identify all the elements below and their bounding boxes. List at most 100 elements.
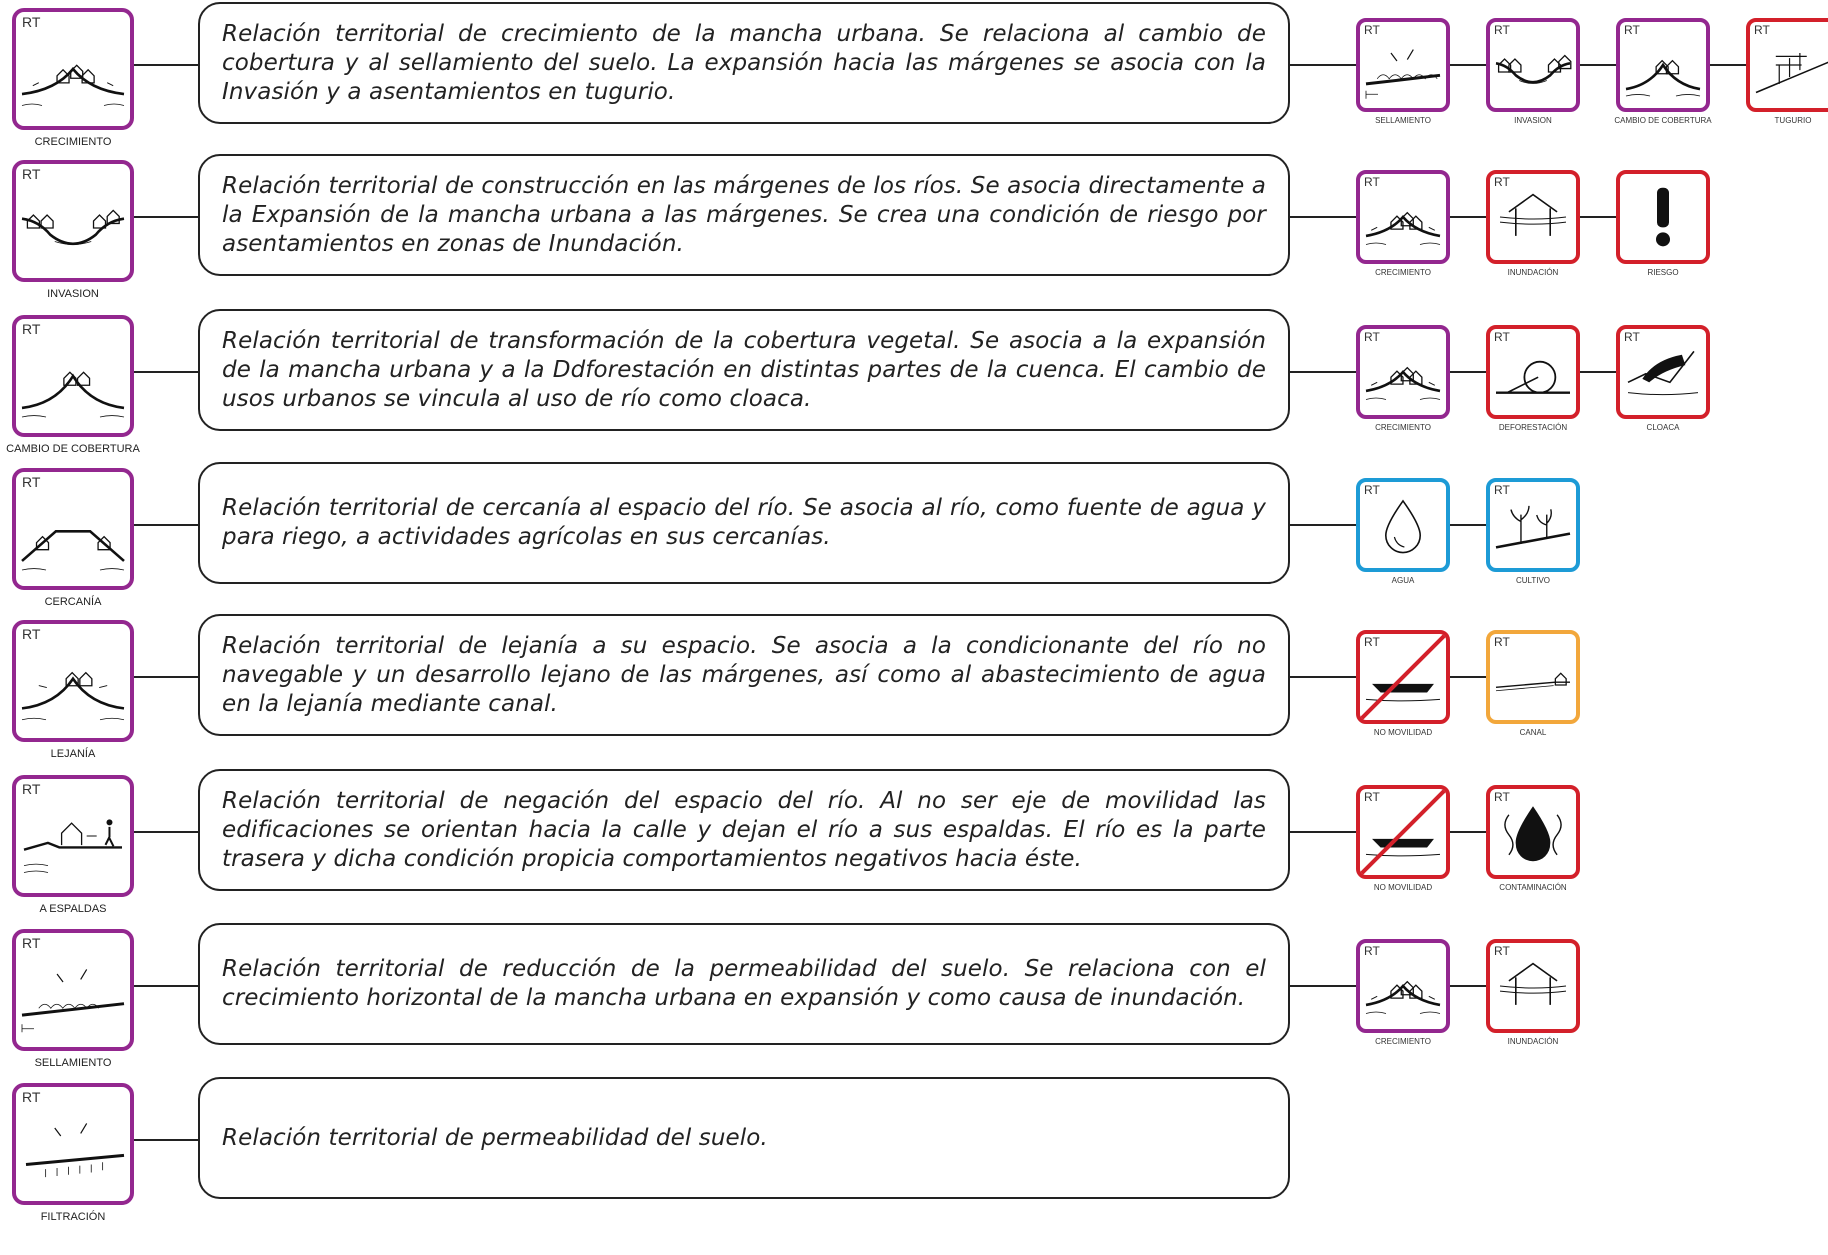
crecimiento-icon: RT <box>1356 325 1450 419</box>
a-espaldas-icon: RT <box>12 775 134 897</box>
description-text: Relación territorial de permeabilidad de… <box>222 1124 768 1151</box>
relation-label: CERCANÍA <box>44 596 102 608</box>
rt-tag: RT <box>1364 790 1380 804</box>
related-label: CAMBIO DE COBERTURA <box>1614 116 1712 125</box>
related-label: TUGURIO <box>1774 116 1812 125</box>
connector-line <box>1450 676 1486 678</box>
connector-line <box>1290 985 1356 987</box>
no-movilidad-icon: RT <box>1356 785 1450 879</box>
lejania-icon: RT <box>12 620 134 742</box>
relation-label: A ESPALDAS <box>39 903 107 915</box>
canal-icon: RT <box>1486 630 1580 724</box>
description-box: Relación territorial de construcción en … <box>198 154 1290 276</box>
description-box: Relación territorial de reducción de la … <box>198 923 1290 1045</box>
rt-tag: RT <box>22 166 41 182</box>
rt-tag: RT <box>1494 175 1510 189</box>
rt-tag: RT <box>1364 483 1380 497</box>
invasion-icon: RT <box>12 160 134 282</box>
related-label: CANAL <box>1519 728 1547 737</box>
connector-line <box>1290 676 1356 678</box>
description-box: Relación territorial de cercanía al espa… <box>198 462 1290 584</box>
description-box: Relación territorial de transformación d… <box>198 309 1290 431</box>
invasion-icon: RT <box>1486 18 1580 112</box>
connector-line <box>134 524 198 526</box>
description-text: Relación territorial de negación del esp… <box>222 787 1266 872</box>
connector-line <box>1710 64 1746 66</box>
connector-line <box>134 985 198 987</box>
connector-line <box>1450 216 1486 218</box>
rt-tag: RT <box>22 474 41 490</box>
riesgo-icon <box>1616 170 1710 264</box>
connector-line <box>134 676 198 678</box>
inundacion-icon: RT <box>1486 170 1580 264</box>
related-label: CONTAMINACIÓN <box>1499 883 1567 892</box>
connector-line <box>1290 64 1356 66</box>
rt-tag: RT <box>1624 23 1640 37</box>
connector-line <box>1290 524 1356 526</box>
no-movilidad-icon: RT <box>1356 630 1450 724</box>
crecimiento-icon: RT <box>12 8 134 130</box>
connector-line <box>1450 371 1486 373</box>
rt-tag: RT <box>22 935 41 951</box>
contaminacion-icon: RT <box>1486 785 1580 879</box>
connector-line <box>1450 64 1486 66</box>
rt-tag: RT <box>22 781 41 797</box>
related-label: INUNDACIÓN <box>1507 268 1559 277</box>
filtracion-icon: RT <box>12 1083 134 1205</box>
cercania-icon: RT <box>12 468 134 590</box>
connector-line <box>134 216 198 218</box>
crecimiento-icon: RT <box>1356 939 1450 1033</box>
agua-icon: RT <box>1356 478 1450 572</box>
relation-row: RT CERCANÍA Relación territorial de cercan… <box>0 460 1828 608</box>
connector-line <box>134 64 198 66</box>
relation-row: RT A ESPALDAS Relación territorial de nega… <box>0 767 1828 915</box>
relation-label: CAMBIO DE COBERTURA <box>6 443 140 455</box>
related-label: CRECIMIENTO <box>1375 1037 1431 1046</box>
relation-label: CRECIMIENTO <box>34 136 112 148</box>
related-label: SELLAMIENTO <box>1375 116 1431 125</box>
sellamiento-icon: RT <box>12 929 134 1051</box>
rt-tag: RT <box>22 1089 41 1105</box>
description-text: Relación territorial de construcción en … <box>222 172 1266 257</box>
description-box: Relación territorial de crecimiento de l… <box>198 2 1290 124</box>
cambio-cobertura-icon: RT <box>12 315 134 437</box>
rt-tag: RT <box>1364 23 1380 37</box>
connector-line <box>1580 64 1616 66</box>
description-text: Relación territorial de reducción de la … <box>222 956 1266 1011</box>
crecimiento-icon: RT <box>1356 170 1450 264</box>
description-text: Relación territorial de cercanía al espa… <box>222 495 1266 550</box>
rt-tag: RT <box>1494 944 1510 958</box>
cambio-cobertura-icon: RT <box>1616 18 1710 112</box>
rt-tag: RT <box>1754 23 1770 37</box>
related-label: AGUA <box>1391 576 1415 585</box>
connector-line <box>1580 216 1616 218</box>
rt-tag: RT <box>22 14 41 30</box>
related-label: NO MOVILIDAD <box>1373 728 1433 737</box>
connector-line <box>1290 831 1356 833</box>
relation-label: SELLAMIENTO <box>34 1057 112 1069</box>
relation-label: INVASION <box>47 288 99 300</box>
connector-line <box>134 1139 198 1141</box>
rt-tag: RT <box>22 321 41 337</box>
related-label: INUNDACIÓN <box>1507 1037 1559 1046</box>
related-label: DEFORESTACIÓN <box>1498 423 1568 432</box>
description-text: Relación territorial de transformación d… <box>222 327 1266 412</box>
connector-line <box>1580 371 1616 373</box>
connector-line <box>134 371 198 373</box>
rt-tag: RT <box>1364 175 1380 189</box>
rt-tag: RT <box>1364 330 1380 344</box>
description-text: Relación territorial de crecimiento de l… <box>222 20 1266 105</box>
related-label: NO MOVILIDAD <box>1373 883 1433 892</box>
description-text: Relación territorial de lejanía a su esp… <box>222 632 1266 717</box>
related-label: CULTIVO <box>1515 576 1551 585</box>
connector-line <box>1290 216 1356 218</box>
related-label: CRECIMIENTO <box>1375 268 1431 277</box>
cultivo-icon: RT <box>1486 478 1580 572</box>
connector-line <box>1450 524 1486 526</box>
connector-line <box>134 831 198 833</box>
relation-row: RT SELLAMIENTO Relación territorial de red… <box>0 921 1828 1069</box>
description-box: Relación territorial de lejanía a su esp… <box>198 614 1290 736</box>
